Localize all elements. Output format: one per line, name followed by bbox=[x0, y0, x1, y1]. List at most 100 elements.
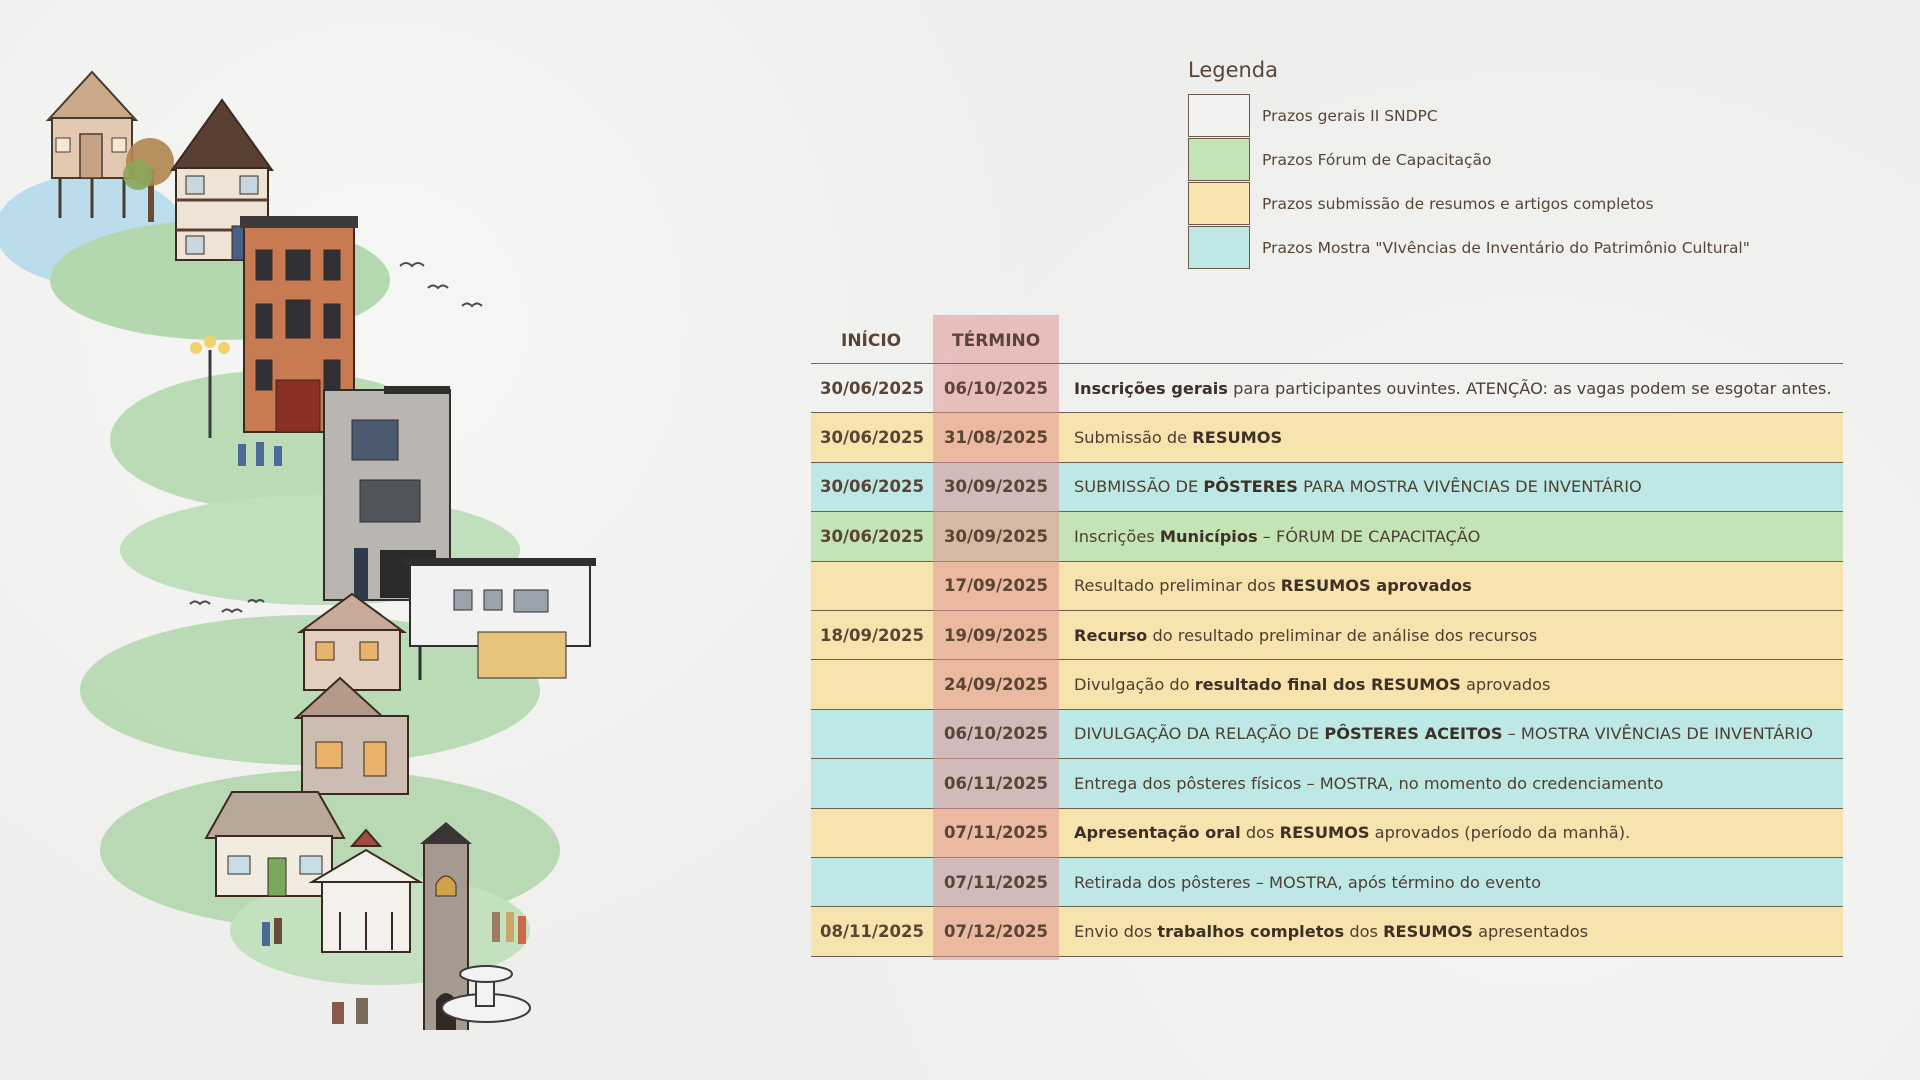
bell-tower bbox=[420, 822, 472, 1030]
row-description: Submissão de RESUMOS bbox=[1074, 413, 1835, 461]
description-part: Envio dos bbox=[1074, 921, 1158, 941]
schedule-row: 06/10/2025 DIVULGAÇÃO DA RELAÇÃO DE PÔSTE… bbox=[811, 709, 1843, 760]
legend-item: Prazos Fórum de Capacitação bbox=[1188, 138, 1828, 182]
description-text: Apresentação oral dos RESUMOS aprovados … bbox=[1074, 823, 1630, 842]
legend-item: Prazos gerais II SNDPC bbox=[1188, 94, 1828, 138]
description-text: Divulgação do resultado final dos RESUMO… bbox=[1074, 675, 1550, 694]
table-header: INÍCIO TÉRMINO bbox=[811, 315, 1843, 364]
description-text: Envio dos trabalhos completos dos RESUMO… bbox=[1074, 922, 1588, 941]
termino-date: 07/12/2025 bbox=[944, 921, 1048, 941]
description-bold: PÔSTERES ACEITOS bbox=[1324, 724, 1503, 744]
inicio-date: 30/06/2025 bbox=[820, 428, 924, 448]
legend-item: Prazos Mostra "VIvências de Inventário d… bbox=[1188, 226, 1828, 270]
description-bold: Apresentação oral bbox=[1074, 823, 1241, 843]
row-description: Entrega dos pôsteres físicos – MOSTRA, n… bbox=[1074, 759, 1835, 807]
legend-item: Prazos submissão de resumos e artigos co… bbox=[1188, 182, 1828, 226]
description-part: apresentados bbox=[1472, 921, 1589, 941]
description-text: Entrega dos pôsteres físicos – MOSTRA, n… bbox=[1074, 774, 1663, 793]
description-text: Recurso do resultado preliminar de análi… bbox=[1074, 626, 1537, 645]
description-part: SUBMISSÃO DE bbox=[1074, 477, 1204, 497]
termino-date: 06/10/2025 bbox=[944, 724, 1048, 744]
description-bold: RESUMOS bbox=[1192, 428, 1283, 448]
description-part: – MOSTRA VIVÊNCIAS DE INVENTÁRIO bbox=[1502, 724, 1814, 744]
description-part: Submissão de bbox=[1074, 428, 1193, 448]
row-description: Retirada dos pôsteres – MOSTRA, após tér… bbox=[1074, 858, 1835, 906]
termino-date: 30/09/2025 bbox=[944, 526, 1048, 546]
gazebo bbox=[308, 828, 424, 953]
description-bold: Municípios bbox=[1159, 526, 1258, 546]
description-part: para participantes ouvintes. ATENÇÃO: as… bbox=[1227, 378, 1832, 398]
description-part: Divulgação do bbox=[1074, 675, 1195, 695]
description-part: do resultado preliminar de análise dos r… bbox=[1147, 625, 1538, 645]
description-text: Inscrições Municípios – FÓRUM DE CAPACIT… bbox=[1074, 527, 1480, 546]
street-lamp bbox=[190, 336, 230, 438]
row-description: DIVULGAÇÃO DA RELAÇÃO DE PÔSTERES ACEITO… bbox=[1074, 710, 1835, 758]
description-text: Retirada dos pôsteres – MOSTRA, após tér… bbox=[1074, 873, 1541, 892]
description-part: PARA MOSTRA VIVÊNCIAS DE INVENTÁRIO bbox=[1297, 477, 1642, 497]
schedule-row: 06/11/2025 Entrega dos pôsteres físicos –… bbox=[811, 759, 1843, 809]
description-text: Submissão de RESUMOS bbox=[1074, 428, 1282, 447]
legend-swatch bbox=[1188, 94, 1250, 137]
description-text: Inscrições gerais para participantes ouv… bbox=[1074, 379, 1832, 398]
inicio-date bbox=[811, 660, 933, 708]
termino-date: 06/11/2025 bbox=[944, 773, 1048, 793]
header-inicio: INÍCIO bbox=[841, 331, 902, 351]
schedule-rows: 30/06/2025 06/10/2025 Inscrições gerais pa… bbox=[811, 364, 1843, 957]
inicio-date: 18/09/2025 bbox=[820, 625, 924, 645]
description-part: dos bbox=[1240, 823, 1280, 843]
schedule-row: 30/06/2025 31/08/2025 Submissão de RESUMOS bbox=[811, 413, 1843, 463]
inicio-date bbox=[811, 710, 933, 758]
schedule-row: 30/06/2025 30/09/2025 Inscrições Município… bbox=[811, 512, 1843, 562]
cottage bbox=[204, 791, 346, 897]
inicio-date bbox=[811, 562, 933, 610]
inicio-date: 30/06/2025 bbox=[820, 526, 924, 546]
row-description: Resultado preliminar dos RESUMOS aprovad… bbox=[1074, 562, 1835, 610]
row-description: SUBMISSÃO DE PÔSTERES PARA MOSTRA VIVÊNC… bbox=[1074, 463, 1835, 511]
description-bold: PÔSTERES bbox=[1203, 477, 1298, 497]
row-description: Inscrições Municípios – FÓRUM DE CAPACIT… bbox=[1074, 512, 1835, 560]
inicio-date: 30/06/2025 bbox=[820, 477, 924, 497]
row-description: Inscrições gerais para participantes ouv… bbox=[1074, 364, 1835, 412]
stilt-house bbox=[45, 70, 139, 218]
schedule-table: INÍCIO TÉRMINO 30/06/2025 06/10/2025 Inscr… bbox=[811, 315, 1843, 960]
description-bold: resultado final dos RESUMOS bbox=[1194, 675, 1461, 695]
legend-label: Prazos Fórum de Capacitação bbox=[1262, 151, 1492, 169]
row-description: Apresentação oral dos RESUMOS aprovados … bbox=[1074, 809, 1835, 857]
inicio-date bbox=[811, 759, 933, 807]
termino-date: 07/11/2025 bbox=[944, 872, 1048, 892]
description-part: dos bbox=[1344, 921, 1384, 941]
description-part: Retirada dos pôsteres – MOSTRA, após tér… bbox=[1074, 872, 1542, 892]
modern-house bbox=[404, 558, 596, 680]
tree bbox=[123, 138, 174, 222]
description-part: – FÓRUM DE CAPACITAÇÃO bbox=[1257, 526, 1481, 546]
termino-date: 30/09/2025 bbox=[944, 477, 1048, 497]
description-part: DIVULGAÇÃO DA RELAÇÃO DE bbox=[1074, 724, 1325, 744]
birds bbox=[189, 262, 483, 614]
description-bold: RESUMOS bbox=[1383, 921, 1473, 941]
description-part: aprovados bbox=[1460, 675, 1551, 695]
termino-date: 24/09/2025 bbox=[944, 675, 1048, 695]
description-bold: Inscrições gerais bbox=[1074, 378, 1228, 398]
description-text: Resultado preliminar dos RESUMOS aprovad… bbox=[1074, 576, 1472, 595]
termino-date: 31/08/2025 bbox=[944, 428, 1048, 448]
legend-label: Prazos Mostra "VIvências de Inventário d… bbox=[1262, 239, 1750, 257]
description-part: Resultado preliminar dos bbox=[1074, 576, 1281, 596]
inicio-date bbox=[811, 809, 933, 857]
row-description: Envio dos trabalhos completos dos RESUMO… bbox=[1074, 907, 1835, 955]
legend-swatch bbox=[1188, 182, 1250, 225]
description-bold: RESUMOS bbox=[1279, 823, 1370, 843]
row-description: Recurso do resultado preliminar de análi… bbox=[1074, 611, 1835, 659]
description-text: DIVULGAÇÃO DA RELAÇÃO DE PÔSTERES ACEITO… bbox=[1074, 724, 1813, 743]
description-bold: trabalhos completos bbox=[1157, 921, 1345, 941]
description-bold: Recurso bbox=[1074, 625, 1148, 645]
inicio-date: 30/06/2025 bbox=[820, 378, 924, 398]
inicio-date bbox=[811, 858, 933, 906]
description-text: SUBMISSÃO DE PÔSTERES PARA MOSTRA VIVÊNC… bbox=[1074, 477, 1642, 496]
legend-label: Prazos gerais II SNDPC bbox=[1262, 107, 1438, 125]
inicio-date: 08/11/2025 bbox=[820, 921, 924, 941]
description-part: Entrega dos pôsteres físicos – MOSTRA, n… bbox=[1074, 773, 1664, 793]
